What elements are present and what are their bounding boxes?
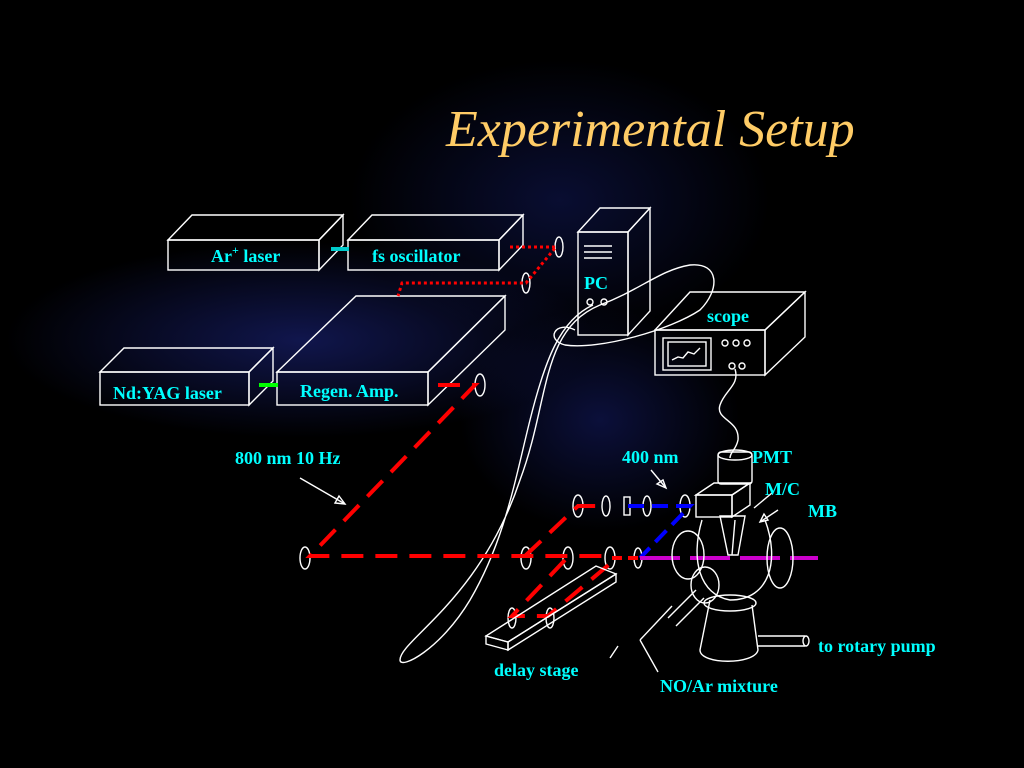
pc-tower-icon [576, 206, 652, 337]
fs-oscillator-box [346, 213, 525, 272]
pc-label: PC [584, 273, 608, 293]
delay-stage-label: delay stage [494, 660, 579, 680]
nd-yag-laser-label: Nd:YAG laser [113, 383, 222, 403]
ar-laser-box [166, 213, 345, 272]
pointer-arrows [299, 469, 779, 673]
slide-title: Experimental Setup [446, 101, 855, 158]
oscillator-beam [396, 245, 560, 297]
scope-pmt-cable [718, 368, 739, 459]
beam-800-label: 800 nm 10 Hz [235, 448, 341, 468]
scope-label: scope [707, 306, 749, 326]
beam-800nm [305, 383, 610, 558]
mirror-icon [554, 236, 564, 258]
mc-label: M/C [765, 479, 800, 499]
fs-oscillator-label: fs oscillator [372, 246, 460, 266]
rotary-pump-label: to rotary pump [818, 636, 936, 656]
pc-cable [399, 264, 715, 664]
beam-800nm-stage [507, 558, 614, 618]
mirror-icon [601, 495, 611, 517]
no-ar-mixture-label: NO/Ar mixture [660, 676, 778, 696]
beam-400nm [628, 504, 695, 560]
beam-800nm-delay [523, 504, 606, 558]
regen-amp-label: Regen. Amp. [300, 381, 399, 401]
mb-label: MB [808, 501, 837, 521]
pmt-label: PMT [752, 447, 792, 467]
mirror-icon [642, 495, 652, 517]
nd-yag-laser-box [98, 346, 275, 407]
beam-400-label: 400 nm [622, 447, 679, 467]
vacuum-chamber-icon [667, 449, 810, 662]
delay-stage [484, 565, 618, 652]
ar-laser-label: Ar+ laser [211, 243, 280, 266]
oscilloscope-icon [653, 290, 807, 377]
regen-amp-box [275, 294, 507, 407]
